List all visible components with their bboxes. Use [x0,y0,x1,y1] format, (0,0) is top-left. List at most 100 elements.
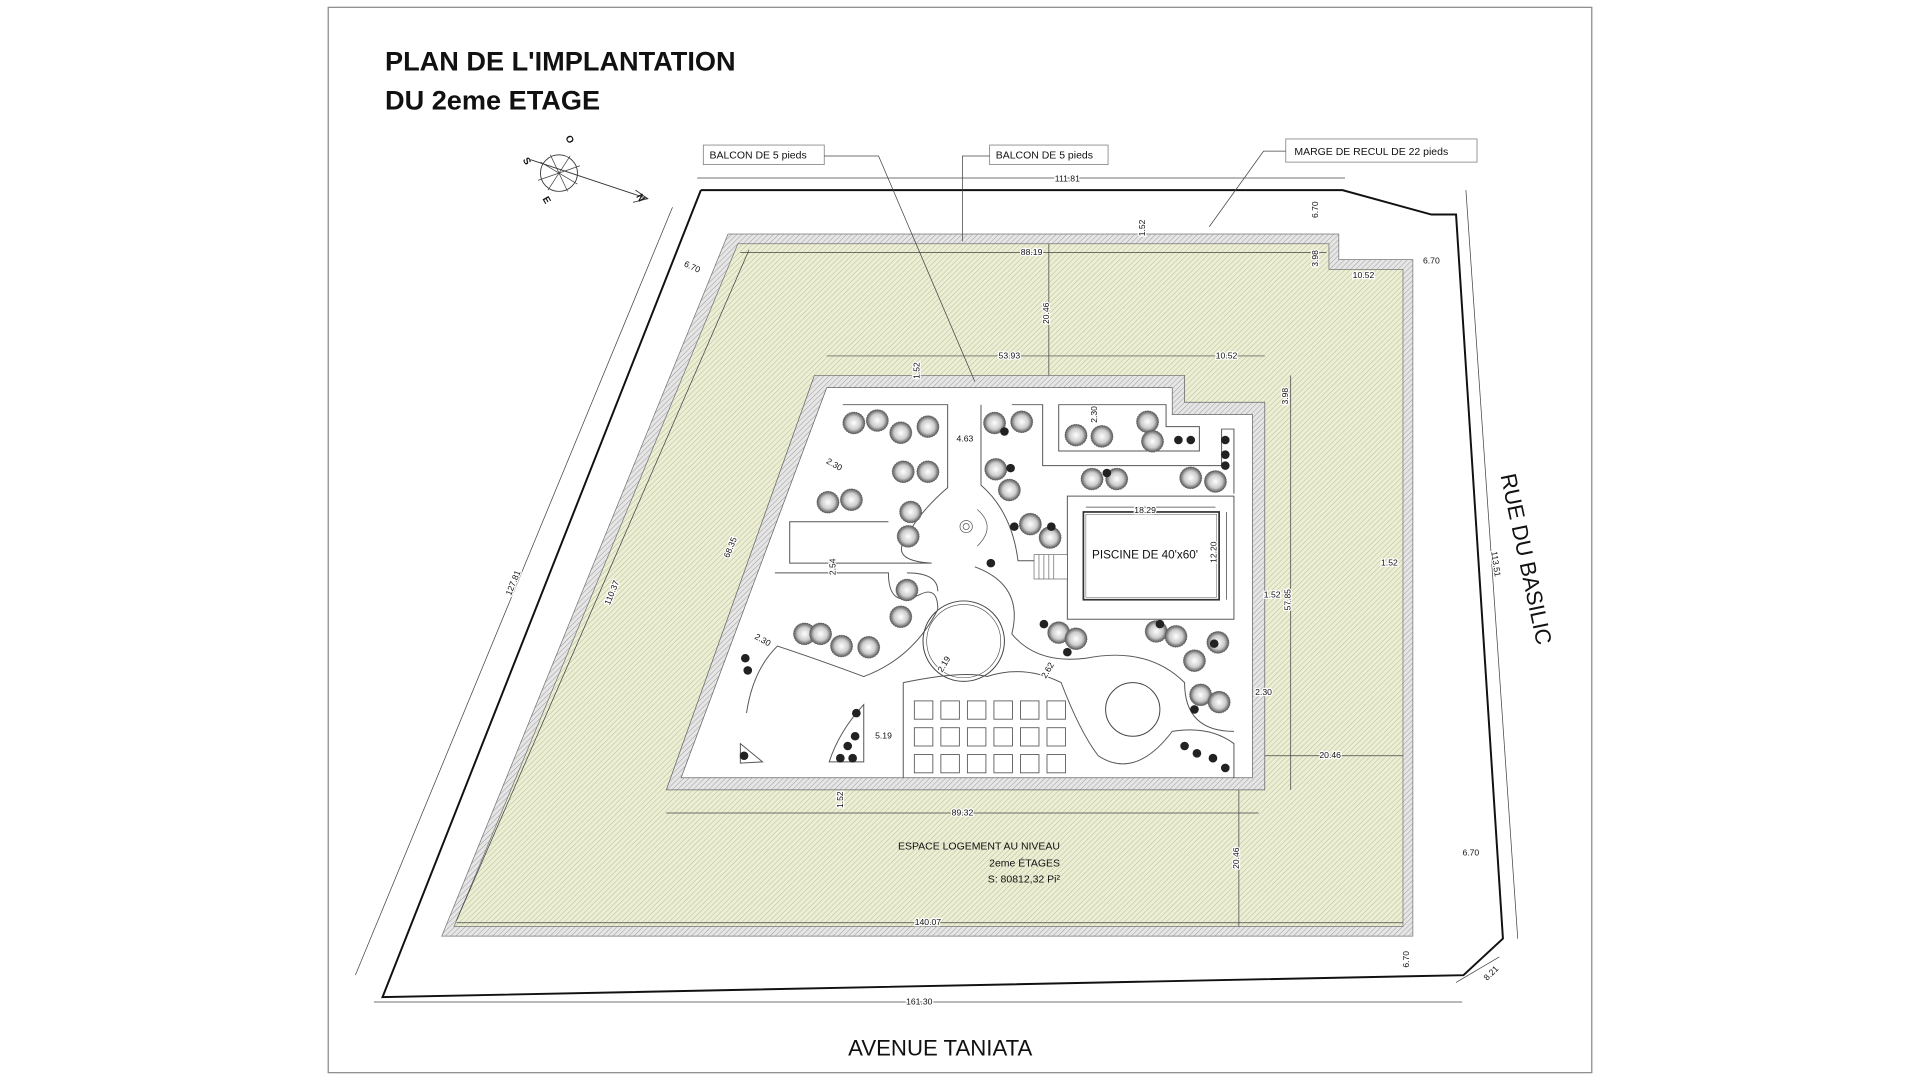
callout-balcony-2: BALCON DE 5 pieds [962,144,1109,242]
tree-icon [1136,410,1159,434]
pool-stairs [1033,554,1068,580]
dimension-label: 18.29 [1134,505,1156,515]
shrub-icon [1192,749,1202,758]
shrub-icon [1006,463,1015,473]
planter-square [1020,754,1040,774]
area-note-line3: S: 80812,32 Pi² [988,875,1061,886]
area-note-line1: ESPACE LOGEMENT AU NIVEAU [898,842,1060,853]
dimension-label: 113.51 [1489,551,1503,578]
shrub-icon [850,731,860,741]
tree-icon [983,411,1006,435]
planter-square [966,754,987,774]
dimension-label: 20.46 [1319,750,1341,760]
roundabout-circle [1105,682,1161,737]
tree-icon [857,635,881,659]
dimension-label: 2.30 [1255,687,1272,697]
shrub-icon [1220,763,1230,773]
shrub-icon [1220,435,1230,445]
dimension-label: 2.30 [1089,406,1099,423]
tree-icon [916,415,940,438]
tree-icon [1183,649,1206,672]
shrub-icon [739,751,749,761]
planter-square [1020,727,1040,747]
tree-icon [889,605,913,629]
dimension-label: 1.52 [1381,558,1398,568]
tree-icon [895,578,919,602]
shrub-icon [743,666,753,675]
callout-balcony-1: BALCON DE 5 pieds [702,144,976,382]
dimension-label: 10.52 [1216,350,1238,360]
dimension-label: 5.19 [875,731,892,741]
dimension-label: 12.20 [1209,541,1219,563]
tree-icon [1080,467,1104,491]
tree-icon [899,500,923,524]
shrub-icon [835,753,845,763]
tree-icon [865,409,889,432]
planter-square [993,700,1013,720]
dimension-label: 89.32 [952,808,974,818]
shrub-icon [1190,705,1199,714]
dimension-label: 3.98 [1280,388,1290,405]
shrub-icon [1046,522,1056,531]
tree-icon [1090,425,1114,448]
dimension-label: 88.19 [1021,247,1043,257]
tree-icon [1105,467,1129,491]
planter-square [913,700,934,720]
tree-icon [891,460,915,484]
tree-icon [1064,423,1088,447]
shrub-icon [848,753,857,763]
street-label-bottom: AVENUE TANIATA [848,1036,1032,1061]
tree-icon [997,478,1021,502]
tree-icon [1179,466,1203,490]
tree-icon [816,490,840,514]
tree-icon [1207,690,1231,714]
tree-icon [842,411,866,435]
tree-icon [889,421,913,445]
planter-square [913,727,934,747]
shrub-icon [843,741,853,751]
shrub-icon [1209,639,1219,648]
dimension-label: 6.70 [1401,951,1411,968]
tree-icon [984,458,1008,481]
dimension-label: 20.46 [1041,302,1051,324]
shrub-icon [1186,435,1196,445]
dimension-label: 4.63 [957,433,974,443]
shrub-icon [1180,741,1189,751]
shrub-icon [1000,427,1009,436]
dimension-label: 10.52 [1353,270,1375,280]
dimension-label: 2.54 [827,558,837,575]
fountain-circle [922,600,1005,682]
shrub-icon [740,653,750,663]
planter-square [1046,700,1066,720]
compass-north-label: N [633,192,646,204]
plan-title-line2: DU 2eme ETAGE [385,86,600,116]
shrub-icon [852,708,861,718]
shrub-icon [1063,647,1072,657]
dimension-label: 3.98 [1310,250,1320,267]
dimension-label: 1.52 [835,791,845,808]
shrub-icon [1039,619,1049,629]
shrub-icon [1220,461,1230,470]
planter-square [966,700,987,720]
trees [739,409,1231,773]
pool [1082,511,1220,601]
svg-text:BALCON DE 5 pieds: BALCON DE 5 pieds [710,151,807,162]
dimension-label: 140.07 [915,917,942,927]
tree-icon [896,525,920,548]
tree-icon [1141,429,1164,453]
area-note-line2: 2eme ÉTAGES [989,857,1060,870]
dimension-label: 53.93 [999,350,1021,360]
planter-square [966,727,987,747]
tree-icon [1018,512,1042,536]
dimension-label: 1.52 [911,362,921,379]
shrub-icon [1174,435,1183,445]
plan-title-line1: PLAN DE L'IMPLANTATION [385,47,736,77]
dimension-label: 161.30 [906,996,933,1006]
tree-icon [1204,470,1227,493]
dimension-label: 111.81 [1055,174,1080,184]
svg-text:MARGE DE RECUL DE 22 pieds: MARGE DE RECUL DE 22 pieds [1294,147,1448,158]
dimension-label: 1.52 [1264,589,1281,599]
dimension-label: 6.70 [1310,201,1320,218]
dimension-label: 6.70 [1462,848,1479,858]
